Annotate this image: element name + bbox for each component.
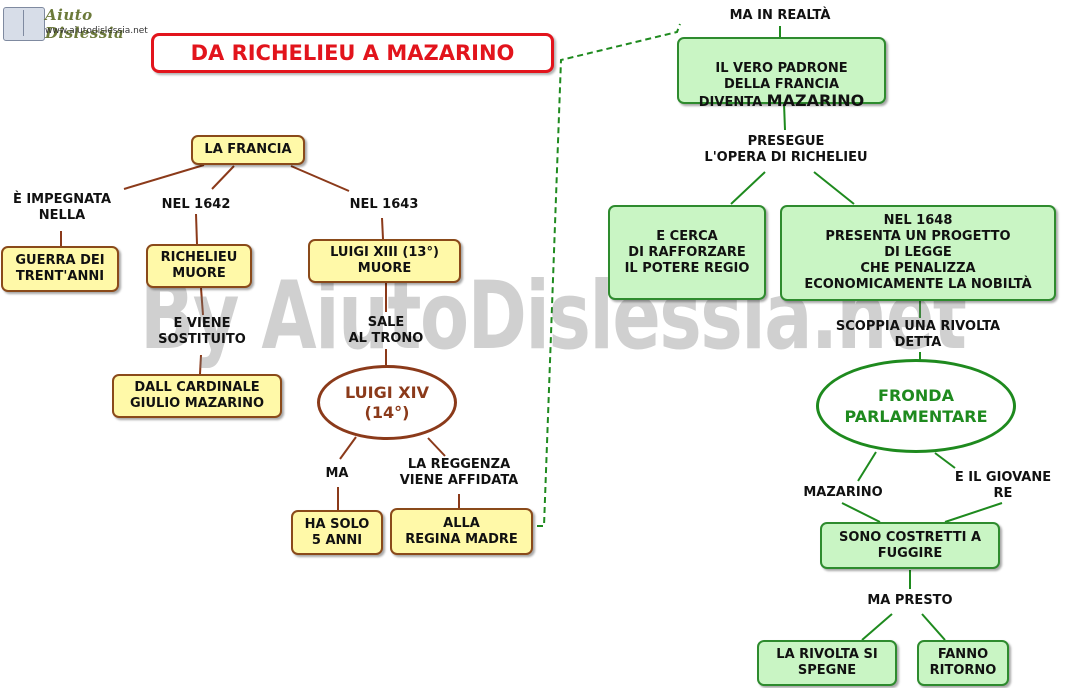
link-1643: NEL 1643 — [349, 197, 419, 212]
link-rivolta: SCOPPIA UNA RIVOLTA DETTA — [835, 319, 1001, 350]
vero-padrone-name: MAZARINO — [766, 91, 865, 110]
node-rafforzare: E CERCA DI RAFFORZARE IL POTERE REGIO — [608, 205, 766, 300]
link-giovane-re: E IL GIOVANE RE — [954, 470, 1052, 501]
node-luigi-xiv: LUIGI XIV (14°) — [317, 365, 457, 440]
logo-url: www.aiutodislessia.net — [45, 26, 148, 36]
node-vero-padrone: IL VERO PADRONE DELLA FRANCIA DIVENTA MA… — [677, 37, 886, 110]
link-ma-in-realta: MA IN REALTÀ — [729, 8, 831, 23]
node-regina-madre: ALLA REGINA MADRE — [390, 508, 533, 555]
site-logo[interactable]: Aiuto Dislessia www.aiutodislessia.net — [3, 4, 151, 42]
node-costretti-fuggire: SONO COSTRETTI A FUGGIRE — [820, 522, 1000, 569]
node-fanno-ritorno: FANNO RITORNO — [917, 640, 1009, 686]
link-sostituito: E VIENE SOSTITUITO — [158, 316, 246, 347]
node-luigi-xiii: LUIGI XIII (13°) MUORE — [308, 239, 461, 283]
link-1642: NEL 1642 — [161, 197, 231, 212]
node-rivolta-spegne: LA RIVOLTA SI SPEGNE — [757, 640, 897, 686]
link-reggenza: LA REGGENZA VIENE AFFIDATA — [399, 457, 519, 488]
link-ma-presto: MA PRESTO — [867, 593, 953, 608]
node-richelieu-muore: RICHELIEU MUORE — [146, 244, 252, 288]
node-fronda-parlamentare: FRONDA PARLAMENTARE — [816, 359, 1016, 453]
link-mazarino: MAZARINO — [803, 485, 883, 500]
link-prosegue: PRESEGUE L'OPERA DI RICHELIEU — [704, 134, 868, 165]
link-ma: MA — [325, 466, 349, 481]
node-guerra-trentanni: GUERRA DEI TRENT'ANNI — [1, 246, 119, 292]
vero-padrone-text: IL VERO PADRONE DELLA FRANCIA DIVENTA — [698, 61, 848, 110]
link-impegnata: È IMPEGNATA NELLA — [12, 192, 112, 223]
node-progetto-legge: NEL 1648 PRESENTA UN PROGETTO DI LEGGE C… — [780, 205, 1056, 301]
node-mazarino-cardinale: DALL CARDINALE GIULIO MAZARINO — [112, 374, 282, 418]
page-title: DA RICHELIEU A MAZARINO — [151, 33, 554, 73]
logo-name: Aiuto Dislessia — [45, 6, 125, 42]
node-la-francia: LA FRANCIA — [191, 135, 305, 165]
link-sale-trono: SALE AL TRONO — [348, 315, 424, 346]
book-icon — [3, 7, 45, 41]
node-cinque-anni: HA SOLO 5 ANNI — [291, 510, 383, 555]
